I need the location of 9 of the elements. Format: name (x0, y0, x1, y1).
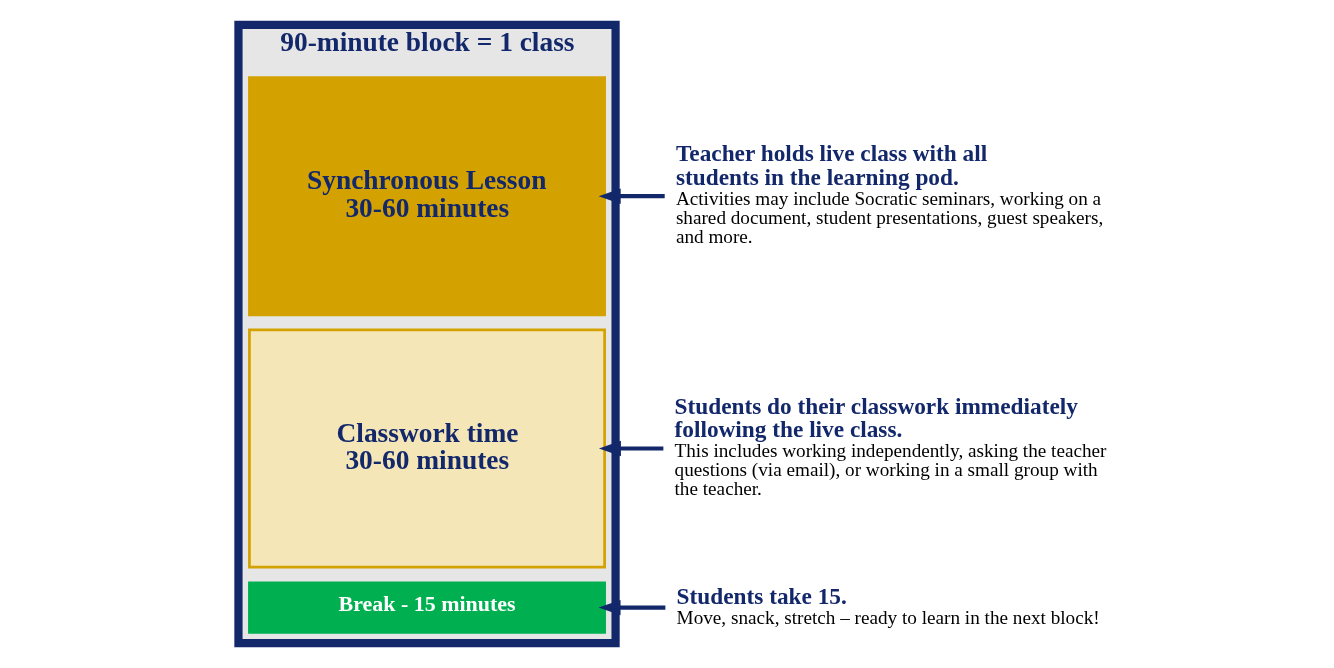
arrow (598, 440, 664, 457)
node-text: Teacher holds live class with all students in the learning pod. Activities may include Socratic seminars, working on a shared document, student presentations, guest speakers, and more. (675, 140, 1104, 248)
node-box: Synchronous Lesson 30-60 minutes (248, 76, 606, 317)
arrow (598, 188, 665, 204)
node-box: Classwork time 30-60 minutes (248, 328, 606, 569)
node-box: Break - 15 minutes (248, 581, 606, 634)
node-text: Students take 15. Move, snack, stretch – ready to learn in the next block! (676, 582, 1100, 628)
arrow (598, 599, 666, 616)
node-text: Students do their classwork immediately following the live class. This includes working independently, asking the teacher questions (via email), or working in a small group with the teacher. (674, 392, 1107, 500)
